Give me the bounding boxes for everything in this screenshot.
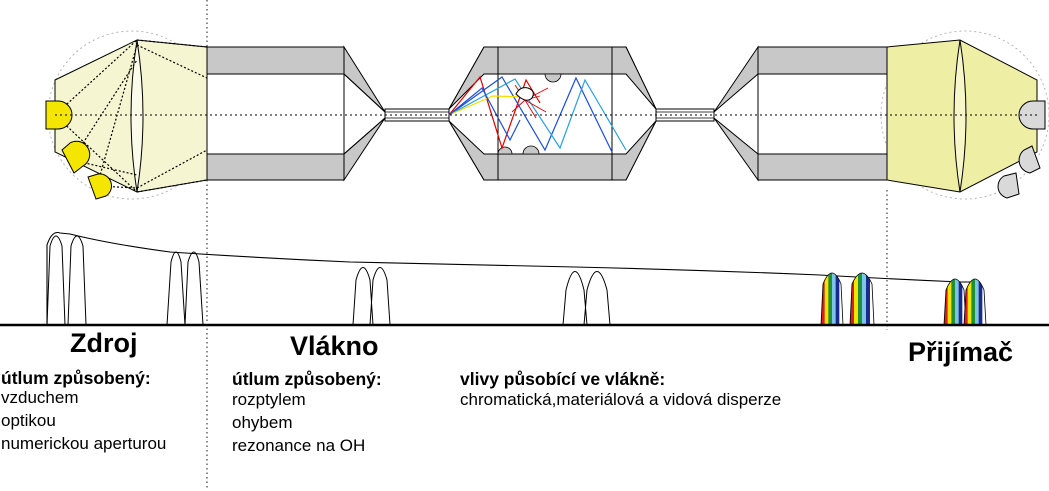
spectral-band xyxy=(870,273,874,325)
spectral-band xyxy=(832,273,836,325)
scatter-bump-top xyxy=(544,73,562,83)
fiber-title: Vlákno xyxy=(290,331,379,361)
spectral-band xyxy=(862,273,867,325)
fiber-item: rezonance na OH xyxy=(232,436,366,455)
spectral-band xyxy=(850,273,855,325)
source-title: Zdroj xyxy=(70,328,138,358)
effects-list: chromatická,materiálová a vidová disperz… xyxy=(460,388,781,411)
scatter-particle xyxy=(515,87,534,101)
attenuation-curve xyxy=(46,231,975,325)
effects-item: chromatická,materiálová a vidová disperz… xyxy=(460,390,782,409)
receiver-detector-2 xyxy=(1018,145,1041,174)
receiver-detector-3 xyxy=(997,172,1020,199)
source-heading: útlum způsobený: xyxy=(1,368,151,388)
pulse-graph xyxy=(0,231,1049,327)
spectral-band xyxy=(955,279,959,325)
source-emitter-3 xyxy=(87,173,112,200)
source-list: vzduchem optikou numerickou aperturou xyxy=(1,386,166,455)
receiver-title: Přijímač xyxy=(908,337,1014,367)
spectral-band xyxy=(944,279,948,325)
effects-heading: vlivy působící ve vlákně: xyxy=(460,369,666,389)
receiver-module xyxy=(880,30,1049,200)
fiber-item: rozptylem xyxy=(232,390,306,409)
spectral-band xyxy=(854,273,859,325)
spectral-band xyxy=(828,273,833,325)
fiber-list: rozptylem ohybem rezonance na OH xyxy=(232,388,365,457)
spectral-band xyxy=(975,279,979,325)
receiver-lens xyxy=(953,39,967,193)
scatter-bump-bottom-2 xyxy=(522,145,540,155)
spectral-band xyxy=(962,279,966,325)
left-connector xyxy=(206,45,386,182)
spectral-band xyxy=(958,279,963,325)
source-emitter-2 xyxy=(61,140,91,174)
spectral-band xyxy=(964,279,968,325)
middle-splice xyxy=(448,46,657,181)
source-item: vzduchem xyxy=(1,388,79,407)
spectral-pulse-4 xyxy=(963,278,987,326)
source-item: numerickou aperturou xyxy=(1,434,167,453)
spectral-band xyxy=(982,279,986,325)
spectral-band xyxy=(821,273,825,325)
spectral-pulse-1 xyxy=(820,272,844,326)
spectral-band xyxy=(858,273,863,325)
spectral-band xyxy=(978,279,983,325)
spectral-band xyxy=(824,273,829,325)
source-item: optikou xyxy=(1,411,56,430)
source-emitter-1 xyxy=(45,100,73,130)
spectral-pulse-3 xyxy=(943,278,967,326)
spectral-band xyxy=(835,273,840,325)
spectral-pulse-2 xyxy=(849,272,875,326)
receiver-detector-1 xyxy=(1018,100,1046,130)
fiber-item: ohybem xyxy=(232,413,293,432)
receiver-dotted-circle xyxy=(880,30,1049,200)
right-connector xyxy=(713,45,888,182)
source-module xyxy=(45,30,217,200)
spectral-band xyxy=(951,279,956,325)
spectral-band xyxy=(839,273,843,325)
fiber-heading: útlum způsobený: xyxy=(232,369,382,389)
spectral-band xyxy=(967,279,972,325)
spectral-band xyxy=(947,279,952,325)
spectral-band xyxy=(866,273,871,325)
scatter-bump-bottom-1 xyxy=(497,146,513,155)
spectral-band xyxy=(971,279,976,325)
